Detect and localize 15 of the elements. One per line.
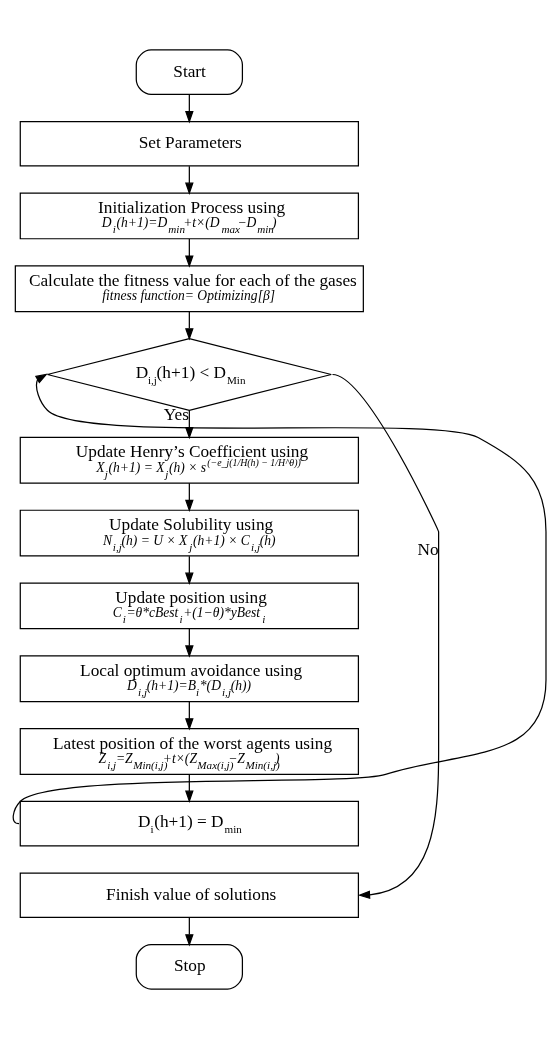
node-box: Local optimum avoidance using D$_{i,j}$(h+1)=B$_{i}$*(D$_{i,j}$(h)) [19,655,360,703]
node-box: Start [135,49,243,95]
node-box: Update Solubility using N$_{i,j}$(h) = U × X$_{j}$(h+1) × C$_{i,j}$(h) [19,509,360,557]
edge-label: No [417,539,439,559]
node-box: Update Henry’s Coefficient using X$_{j}$(h+1) = X$_{j}$(h) × s$^{(−e_j(1/H(h) − 1/H^θ))}$ [19,436,360,484]
node-box: Latest position of the worst agents using Z$_{i,j}$=Z$_{Min(i,j)}$+t×(Z$_{Max(i,j)}$−Z$_{Min(i,j)}$) [19,728,360,775]
node-box: Stop [135,944,243,990]
arrow [12,373,547,825]
node-box: Update position using C$_{i}$=θ*cBest$_{i}$+(1−θ)*yBest$_{i}$ [19,582,360,630]
arrow [331,373,440,900]
node-box: Set Parameters [19,120,360,167]
node-box: Initialization Process using D$_{i}$(h+1)=D$_{min}$+t×(D$_{max}$−D$_{min}$) [19,192,360,240]
node-box: Calculate the fitness value for each of the gases fitness function= Optimizing[β] [14,265,364,313]
node-box: Finish value of solutions [19,872,360,919]
node-box: D$_{i}$(h+1) = D$_{min}$ [19,800,360,847]
